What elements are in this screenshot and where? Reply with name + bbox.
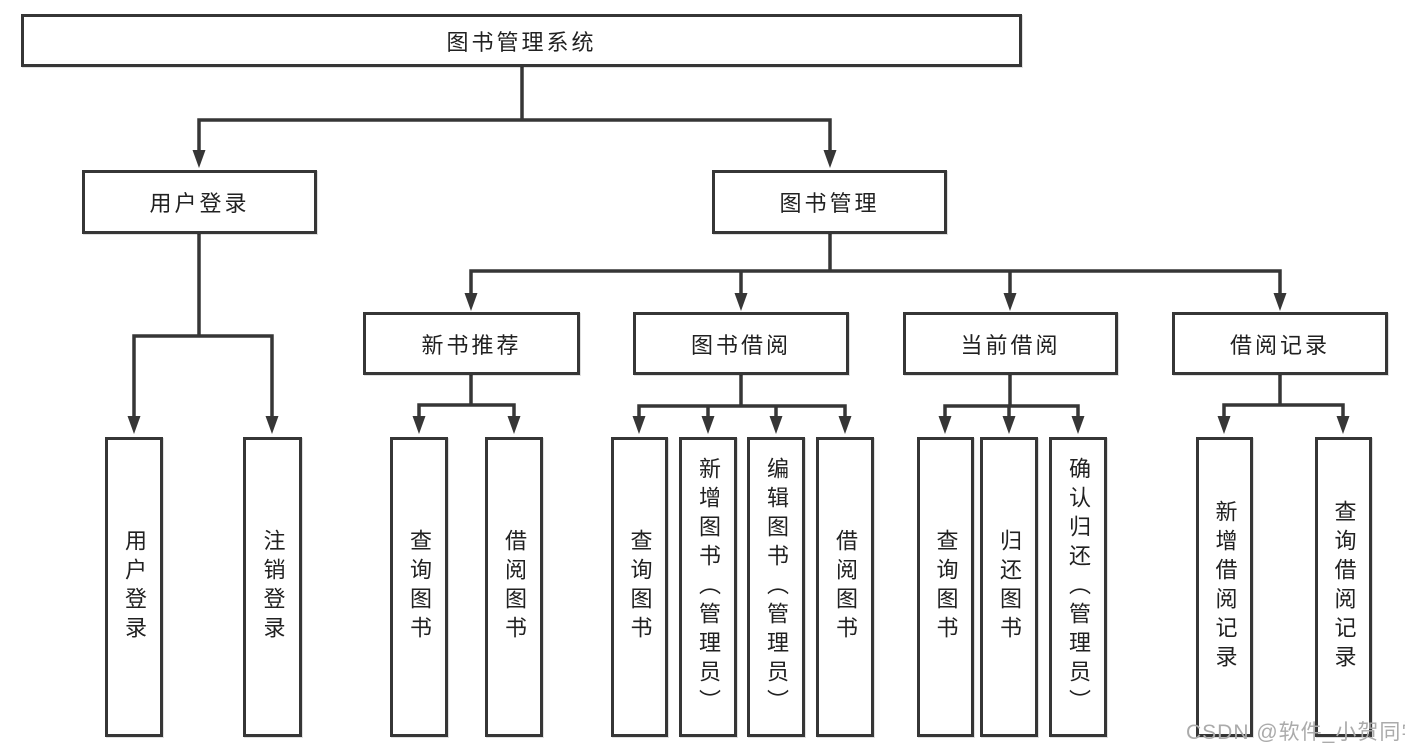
- node-user-login: 用户登录: [82, 170, 317, 234]
- leaf-borrow-books: 借阅图书: [816, 437, 874, 737]
- leaf-add-books-admin: 新增图书（管理员）: [679, 437, 737, 737]
- node-book-management: 图书管理: [712, 170, 947, 234]
- leaf-borrow-books-recommend: 借阅图书: [485, 437, 543, 737]
- node-book-borrowing: 图书借阅: [633, 312, 849, 375]
- leaf-query-borrow-record: 查询借阅记录: [1315, 437, 1372, 737]
- leaf-confirm-return-admin: 确认归还（管理员）: [1049, 437, 1107, 737]
- node-new-book-recommend: 新书推荐: [363, 312, 580, 375]
- leaf-query-books-recommend: 查询图书: [390, 437, 448, 737]
- leaf-add-borrow-record: 新增借阅记录: [1196, 437, 1253, 737]
- node-library-management-system: 图书管理系统: [21, 14, 1022, 67]
- leaf-user-login: 用户登录: [105, 437, 163, 737]
- leaf-query-books-borrow: 查询图书: [611, 437, 668, 737]
- leaf-query-books-current: 查询图书: [917, 437, 974, 737]
- leaf-logout: 注销登录: [243, 437, 302, 737]
- csdn-watermark: CSDN @软件_小贺同学: [1186, 721, 1405, 744]
- node-borrowing-records: 借阅记录: [1172, 312, 1388, 375]
- node-current-borrowing: 当前借阅: [903, 312, 1118, 375]
- leaf-return-books: 归还图书: [980, 437, 1038, 737]
- leaf-edit-books-admin: 编辑图书（管理员）: [747, 437, 805, 737]
